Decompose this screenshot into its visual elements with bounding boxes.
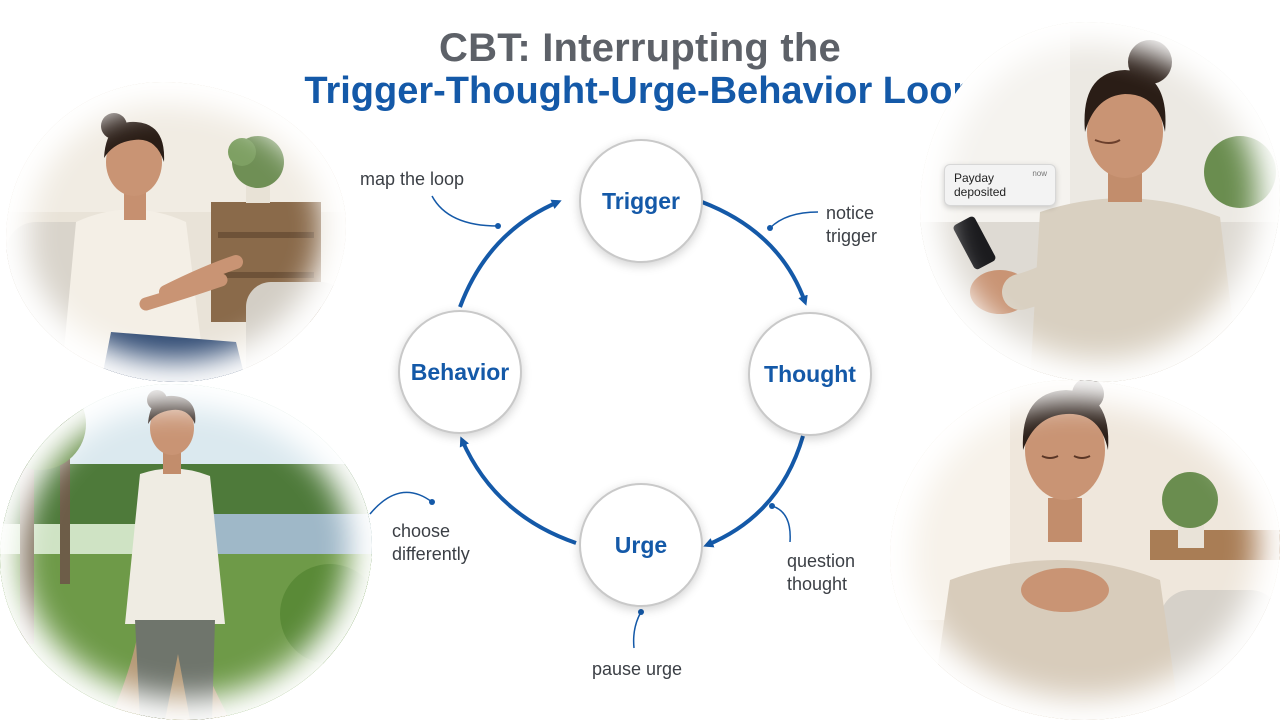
loop-arrow-behavior-to-trigger <box>458 199 562 308</box>
loop-node-thought: Thought <box>748 312 872 436</box>
annotation-notice-trigger: notice trigger <box>826 202 877 248</box>
notification-line-1: Payday <box>954 171 995 185</box>
notification-message: Payday deposited <box>954 171 1006 199</box>
loop-node-behavior: Behavior <box>398 310 522 434</box>
loop-arrow-thought-to-urge <box>703 435 805 548</box>
loop-node-label: Urge <box>614 531 668 558</box>
loop-node-urge: Urge <box>579 483 703 607</box>
loop-node-label: Thought <box>764 360 856 387</box>
loop-node-label: Trigger <box>602 187 680 214</box>
annotation-text: map the loop <box>360 169 465 189</box>
annotation-question-thought: question thought <box>787 550 855 596</box>
annotation-text: question <box>787 551 856 571</box>
annotation-text: choose <box>392 521 451 541</box>
annotation-text: thought <box>787 574 848 594</box>
annotation-text: notice <box>826 203 875 223</box>
title-line-1: CBT: Interrupting the <box>439 26 841 70</box>
payday-notification: Payday deposited now <box>944 164 1056 206</box>
loop-node-label: Behavior <box>410 358 510 385</box>
annotation-choose-differently: choose differently <box>392 520 470 566</box>
loop-arrow-urge-to-behavior <box>459 436 577 545</box>
loop-node-trigger: Trigger <box>579 139 703 263</box>
notification-time: now <box>1032 169 1047 178</box>
annotation-text: trigger <box>826 226 878 246</box>
annotation-text: differently <box>392 544 470 564</box>
annotation-text: pause urge <box>592 659 683 679</box>
annotation-leaders <box>369 195 819 649</box>
annotation-map-the-loop: map the loop <box>360 168 464 191</box>
nature-walk-photo <box>0 384 372 720</box>
annotation-pause-urge: pause urge <box>592 658 682 681</box>
notification-line-2: deposited <box>954 185 1007 199</box>
loop-arrow-trigger-to-thought <box>701 200 808 306</box>
title-line-2: Trigger-Thought-Urge-Behavior Loop <box>304 70 976 112</box>
